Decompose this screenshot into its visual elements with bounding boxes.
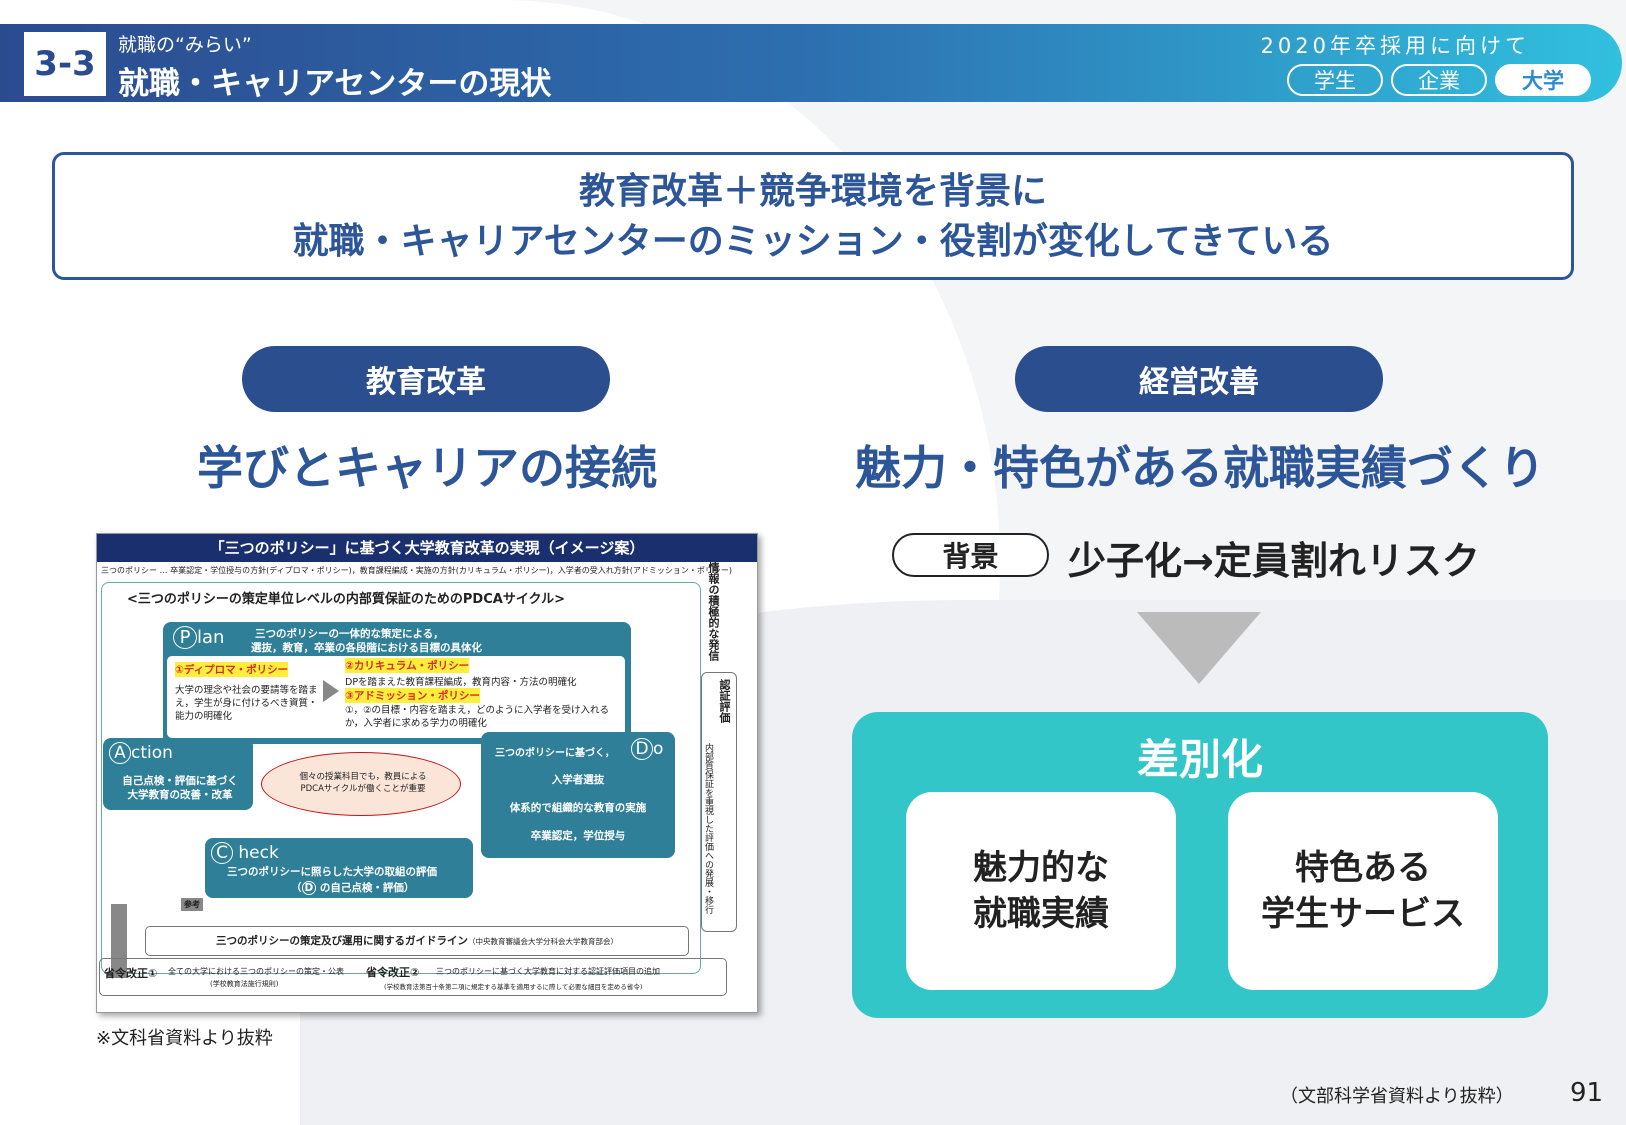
cycle-frame [101,582,701,974]
page-number: 91 [1570,1078,1604,1108]
check-desc2: の自己点検・評価） [319,882,415,894]
pdca-diagram: 「三つのポリシー」に基づく大学教育改革の実現（イメージ案） 三つのポリシー … … [96,533,758,1013]
guideline: 三つのポリシーの策定及び運用に関するガイドライン [216,935,468,947]
check-d-letter: D [301,881,317,895]
ellipse-text: 個々の授業科目でも，教員によるPDCAサイクルが働くことが重要 [299,772,427,794]
side-cert: 認証評価 [718,679,731,723]
cycle-title: <三つのポリシーの策定単位レベルの内部質保証のためのPDCAサイクル> [127,592,566,607]
do-step3: 卒業認定，学位授与 [530,830,626,842]
tag-company[interactable]: 企業 [1391,64,1487,96]
education-reform-pill: 教育改革 [242,346,610,412]
ap-title: ③アドミッション・ポリシー [345,688,480,703]
plan-letter: P [173,626,197,649]
arrow-right-icon [323,680,339,702]
reform1-text: 全ての大学における三つのポリシーの策定・公表 [168,967,344,976]
tag-university[interactable]: 大学 [1495,64,1591,96]
header-subtitle: 就職の“みらい” [118,34,252,56]
reform1-label: 省令改正① [104,967,158,980]
background-label: 背景 [892,533,1049,577]
side-cert-desc: 内部質保証を重視した評価への発展・移行 [703,743,713,914]
differentiation-box: 差別化 魅力的な 就職実績 特色ある 学生サービス [852,712,1548,1018]
footer-source: （文部科学省資料より抜粋） [1280,1086,1514,1107]
ordinance-box: 省令改正① 全ての大学における三つのポリシーの策定・公表 (学校教育法施行規則)… [99,958,727,996]
do-intro: 三つのポリシーに基づく， [495,748,615,759]
card-attractive-results: 魅力的な 就職実績 [906,792,1176,990]
action-label: ction [131,743,173,763]
guideline-source: （中央教育審議会大学分科会大学教育部会） [468,937,618,946]
page-title: 就職・キャリアセンターの現状 [118,66,552,102]
guideline-box: 三つのポリシーの策定及び運用に関するガイドライン（中央教育審議会大学分科会大学教… [145,926,689,956]
action-desc: 自己点検・評価に基づく大学教育の改善・改革 [122,775,238,801]
plan-desc2: 選抜，教育，卒業の各段階における目標の具体化 [251,642,482,654]
header-caption: 2020年卒採用に向けて [1260,34,1530,58]
section-number: 3-3 [24,32,106,96]
inner-pdca-ellipse: 個々の授業科目でも，教員によるPDCAサイクルが働くことが重要 [261,752,461,816]
differentiation-title: 差別化 [1136,735,1263,784]
reform2-text: 三つのポリシーに基づく大学教育に対する認証評価項目の追加 [436,967,660,976]
dp-text: 大学の理念や社会の要請等を踏まえ，学生が身に付けるべき資質・能力の明確化 [175,685,318,722]
check-paren: （ [291,882,302,894]
diagram-title: 「三つのポリシー」に基づく大学教育改革の実現（イメージ案） [97,534,757,562]
reform2-label: 省令改正② [366,966,420,979]
check-label: heck [238,843,279,863]
header-bar [0,24,1622,102]
right-heading: 魅力・特色がある就職実績づくり [855,441,1545,495]
plan-label: lan [197,627,225,648]
ap-text: ①，②の目標・内容を踏まえ，どのように入学者を受け入れるか，入学者に求める学力の… [345,705,610,729]
check-box: C heck 三つのポリシーに照らした大学の取組の評価 （D の自己点検・評価） [205,838,473,898]
side-info: 情報の積極的な発信 [707,562,720,661]
reform2-sub: (学校教育法第百十条第二項に規定する基準を適用するに際して必要な細目を定める省令… [384,983,643,991]
check-desc1: 三つのポリシーに照らした大学の取組の評価 [227,866,437,878]
mission-box: 教育改革＋競争環境を背景に 就職・キャリアセンターのミッション・役割が変化してき… [52,152,1574,280]
do-step1: 入学者選抜 [551,774,605,786]
do-letter: D [631,738,653,760]
diagram-definition: 三つのポリシー … 卒業認定・学位授与の方針(ディプロマ・ポリシー)，教育課程編… [101,566,733,575]
do-label: o [653,739,664,759]
check-letter: C [211,842,233,864]
down-triangle-icon [1137,612,1261,684]
do-step2: 体系的で組織的な教育の実施 [509,802,647,814]
reference-label: 参考 [181,898,203,911]
cp-text: DPを踏まえた教育課程編成，教育内容・方法の明確化 [345,677,577,688]
card-distinctive-services: 特色ある 学生サービス [1228,792,1498,990]
mission-line1: 教育改革＋競争環境を背景に [578,171,1047,212]
reform1-sub: (学校教育法施行規則) [210,980,279,988]
action-letter: A [109,742,131,764]
risk-text: 少子化→定員割れリスク [1068,539,1480,583]
left-heading: 学びとキャリアの接続 [197,441,657,495]
mission-line2: 就職・キャリアセンターのミッション・役割が変化してきている [292,221,1334,262]
tag-student[interactable]: 学生 [1287,64,1383,96]
up-arrow-icon [111,904,127,978]
certification-box: 認証評価 内部質保証を重視した評価への発展・移行 [701,672,737,932]
source-note: ※文科省資料より抜粋 [96,1028,273,1049]
policy-panel: ①ディプロマ・ポリシー 大学の理念や社会の要請等を踏まえ，学生が身に付けるべき資… [167,656,625,738]
plan-desc1: 三つのポリシーの一体的な策定による， [255,628,444,640]
management-reform-pill: 経営改善 [1015,346,1383,412]
cp-title: ②カリキュラム・ポリシー [345,658,470,673]
dp-title: ①ディプロマ・ポリシー [175,662,289,677]
